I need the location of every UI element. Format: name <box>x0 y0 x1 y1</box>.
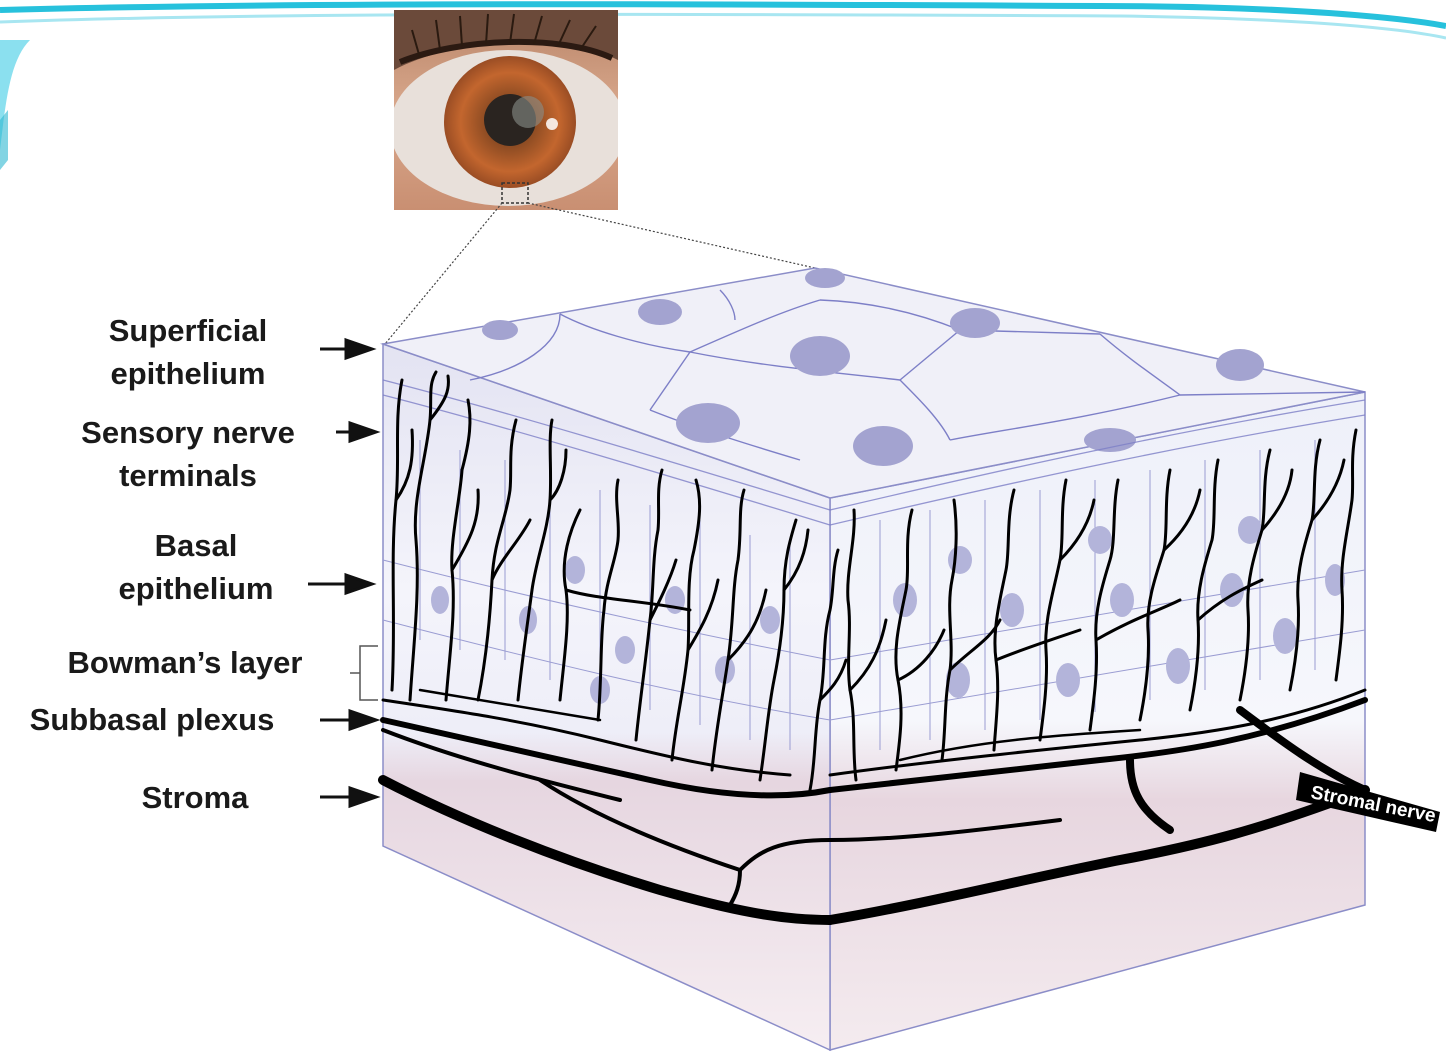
label-sensory-nerve-terminals: Sensory nerve terminals <box>58 411 318 497</box>
tissue-block: Stromal nerve <box>383 268 1440 1050</box>
eye-photo <box>390 10 626 210</box>
label-line: Basal <box>96 524 296 567</box>
arrow-right-icon <box>320 711 376 729</box>
arrow-right-icon <box>320 340 372 358</box>
label-stroma: Stroma <box>120 776 270 819</box>
bracket-icon <box>350 646 378 700</box>
label-basal-epithelium: Basal epithelium <box>96 524 296 610</box>
label-bowmans-layer: Bowman’s layer <box>40 641 330 684</box>
label-line: Sensory nerve <box>58 411 318 454</box>
label-line: Subbasal plexus <box>4 698 300 741</box>
arrow-right-icon <box>320 788 376 806</box>
label-subbasal-plexus: Subbasal plexus <box>4 698 300 741</box>
label-superficial-epithelium: Superficial epithelium <box>80 309 296 395</box>
label-line: epithelium <box>96 567 296 610</box>
label-line: terminals <box>58 454 318 497</box>
arrow-right-icon <box>336 423 376 441</box>
label-line: Stroma <box>120 776 270 819</box>
frame-accent <box>0 0 1446 170</box>
label-line: epithelium <box>80 352 296 395</box>
arrows <box>308 340 378 806</box>
arrow-right-icon <box>308 575 372 593</box>
label-line: Superficial <box>80 309 296 352</box>
label-line: Bowman’s layer <box>40 641 330 684</box>
